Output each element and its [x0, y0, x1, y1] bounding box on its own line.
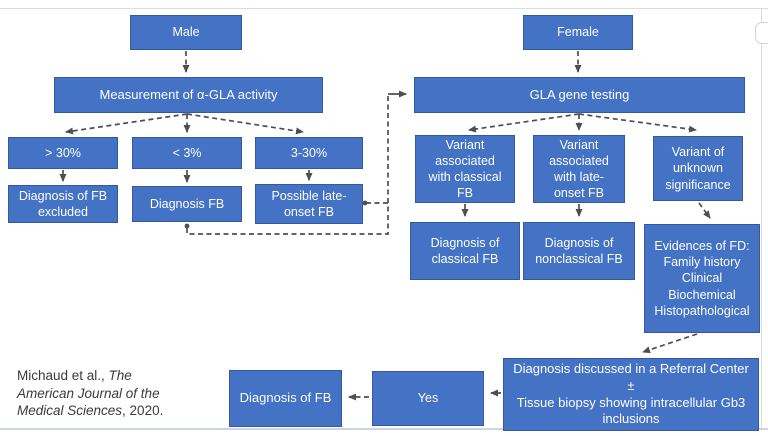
- node-gt30: > 30%: [8, 137, 118, 169]
- node-variant-classical: Variant associated with classical FB: [415, 135, 515, 203]
- node-diagnosis-classical-fb: Diagnosis of classical FB: [410, 222, 520, 280]
- node-referral-center: Diagnosis discussed in a Referral Center…: [503, 358, 759, 431]
- node-lt3: < 3%: [132, 137, 242, 169]
- panel-border-right: [761, 8, 762, 429]
- arrow-evidences-to-referral: [642, 333, 698, 354]
- panel-corner-tab: [755, 22, 768, 44]
- node-possible-late-onset-fb: Possible late- onset FB: [255, 184, 363, 224]
- citation-authors: Michaud et al.,: [17, 368, 109, 383]
- citation-journal: The American Journal of the Medical Scie…: [17, 368, 160, 419]
- arrow-gla-to-variant-unknown: [578, 113, 697, 133]
- node-3-30: 3-30%: [255, 137, 363, 169]
- node-diagnosis-of-fb-final: Diagnosis of FB: [229, 370, 342, 427]
- node-diagnosis-nonclassical-fb: Diagnosis of nonclassical FB: [523, 222, 635, 280]
- arrow-measurement-to-3-30: [186, 113, 304, 135]
- arrow-variant-unknown-to-evidences: [698, 202, 711, 219]
- node-variant-unknown-significance: Variant of unknown significance: [653, 136, 743, 201]
- node-fb-excluded: Diagnosis of FB excluded: [8, 185, 118, 223]
- node-yes: Yes: [372, 371, 484, 426]
- node-gla-gene-testing: GLA gene testing: [414, 77, 745, 113]
- arrow-gla-to-variant-classical: [468, 113, 580, 133]
- connector-start-dot: [362, 200, 368, 206]
- node-measurement-agla-activity: Measurement of α-GLA activity: [54, 77, 323, 113]
- node-diagnosis-fb: Diagnosis FB: [132, 186, 242, 222]
- panel-border-top: [0, 8, 768, 9]
- node-male: Male: [130, 15, 242, 50]
- arrow-measurement-to-gt30: [65, 113, 188, 135]
- citation-year: , 2020.: [122, 403, 164, 419]
- node-variant-late-onset: Variant associated with late- onset FB: [533, 135, 625, 203]
- panel-border-bottom: [0, 428, 768, 430]
- citation: Michaud et al., The American Journal of …: [17, 367, 182, 420]
- node-evidences-of-fd: Evidences of FD: Family history Clinical…: [644, 224, 760, 333]
- node-female: Female: [523, 15, 633, 50]
- connector-start-dot: [184, 223, 190, 229]
